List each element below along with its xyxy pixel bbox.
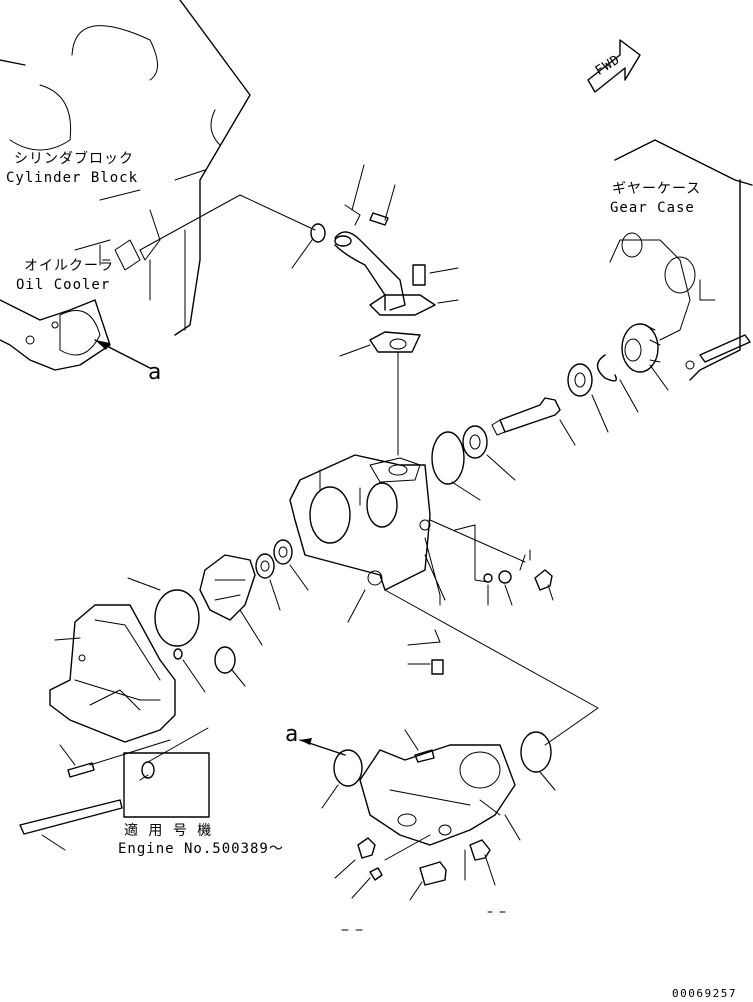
- pump-drive-gear: [621, 323, 661, 373]
- bolts-pipe: [369, 212, 459, 304]
- gasket-pipe: [369, 331, 421, 353]
- front-cover: [49, 604, 176, 743]
- small-plate: [214, 646, 236, 674]
- oil-cooler-jp-label: オイルクーラ: [24, 258, 114, 274]
- cylinder-block-outline: [0, 0, 251, 336]
- arrow-head-2: [300, 738, 312, 745]
- o-ring-cover: [154, 589, 200, 647]
- bolt-short: [67, 762, 95, 778]
- cylinder-block-en-label: Cylinder Block: [6, 170, 139, 186]
- water-pipe: [334, 164, 436, 316]
- gasket-small: [310, 223, 326, 243]
- serial-box: [123, 752, 210, 818]
- fitting-lower: [469, 839, 491, 861]
- oil-cooler-outline: [0, 239, 141, 371]
- gear-case-jp-label: ギヤーケース: [612, 181, 702, 197]
- seals-impeller: [199, 539, 293, 621]
- pump-shaft: [491, 397, 561, 436]
- gear-case-en-label: Gear Case: [610, 200, 695, 216]
- plug-lower-small: [369, 867, 383, 881]
- o-ring-lower-right: [520, 731, 552, 773]
- fwd-arrow: [587, 39, 641, 93]
- leader-housing-right: [429, 519, 526, 563]
- bearing-2: [462, 425, 488, 459]
- snap-ring: [596, 354, 617, 382]
- applicable-label: 適 用 号 機: [124, 823, 213, 839]
- engine-no-label: Engine No.500389〜: [118, 841, 284, 857]
- leader-housing: [347, 589, 366, 623]
- leader-plugs: [454, 524, 489, 583]
- marker-a-label-1: a: [148, 360, 163, 385]
- plug-3: [534, 569, 553, 591]
- plug-lower: [357, 837, 376, 859]
- leader-gasket-pipe: [339, 344, 371, 357]
- leader-oil-cooler: [139, 194, 316, 251]
- drain-plug: [431, 659, 444, 675]
- leader-gasket-small: [291, 239, 313, 269]
- lower-elbow: [359, 744, 516, 846]
- small-seal: [173, 648, 183, 660]
- arrow-head-1: [95, 340, 110, 350]
- marker-a-label-2: a: [285, 722, 300, 747]
- bolt-long: [19, 799, 123, 835]
- gear-case-outline: [609, 139, 753, 381]
- plug-2: [498, 570, 512, 584]
- plug-1: [483, 573, 493, 583]
- o-ring-lower-left: [333, 749, 363, 787]
- o-ring-large: [431, 431, 465, 485]
- bolt-lower: [419, 861, 447, 886]
- oil-cooler-en-label: Oil Cooler: [16, 277, 111, 293]
- leader-front-cover: [54, 637, 81, 641]
- bolt-elbow: [414, 749, 435, 763]
- leader-bottom-plug: [407, 629, 441, 646]
- cylinder-block-jp-label: シリンダブロック: [14, 151, 134, 167]
- drawing-number: 00069257: [672, 987, 737, 1000]
- pump-housing: [289, 454, 431, 591]
- bearing-1: [567, 363, 593, 397]
